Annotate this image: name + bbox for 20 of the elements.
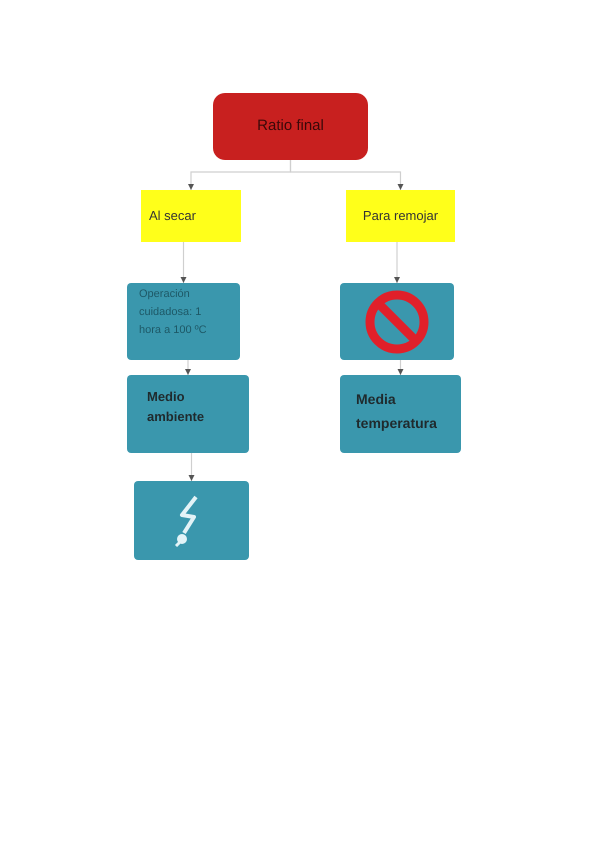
node-text: Ratio final (257, 116, 324, 136)
node-text: Medio ambiente (147, 388, 206, 426)
category-box (346, 190, 455, 242)
title-box (213, 93, 368, 160)
connector-arrow (394, 242, 400, 283)
node-text: Al secar (149, 207, 196, 226)
category-box (141, 190, 241, 242)
node-text: Operación cuidadosa: 1 hora a 100 ºC (139, 287, 208, 338)
process-box (127, 375, 249, 453)
node-text: Para remojar (362, 207, 438, 226)
process-box (340, 375, 461, 453)
connector-arrow (180, 242, 186, 283)
connector-arrow (185, 360, 191, 375)
process-box (134, 481, 249, 560)
connector-arrow (188, 453, 194, 481)
node-text: Media temperatura (356, 390, 438, 433)
connector-arrow (290, 160, 404, 190)
connector-arrow (398, 360, 404, 375)
process-box (340, 283, 454, 360)
process-box (127, 283, 240, 360)
